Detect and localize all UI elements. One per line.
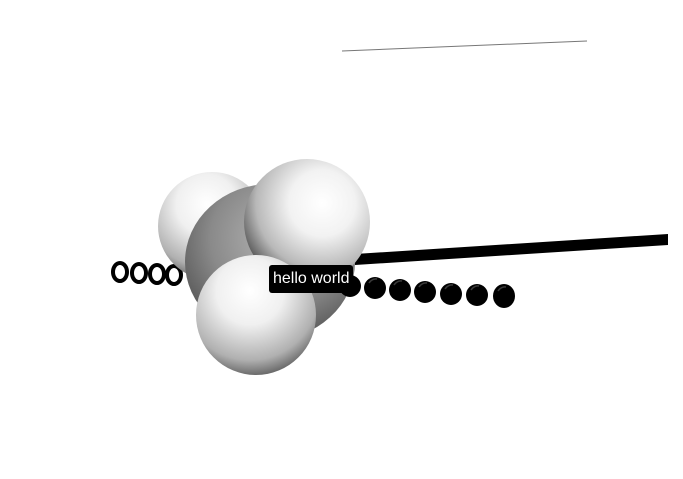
right-ring-chain (339, 275, 515, 308)
thin-line (341, 40, 588, 52)
atom-outer-top-right (244, 159, 370, 285)
bond-thick (355, 234, 668, 265)
atom-label: hello world (269, 265, 354, 293)
molecule (158, 159, 370, 375)
left-ring-chain (111, 261, 183, 286)
